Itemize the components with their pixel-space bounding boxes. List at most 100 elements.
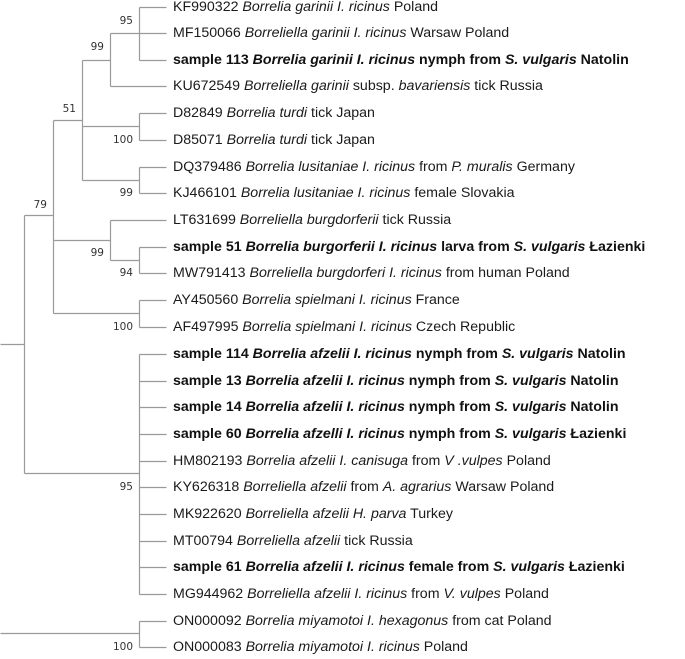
species-name: S. vulgaris: [494, 426, 567, 442]
label-text: France: [411, 292, 460, 308]
label-text: from: [346, 479, 383, 495]
species-name: V .vulpes: [444, 453, 503, 469]
species-name: Borrelia afzelii I. ricinus: [245, 399, 405, 415]
species-name: Borrelia garinii I. ricinus: [242, 0, 390, 15]
label-text: female Slovakia: [410, 185, 515, 201]
species-name: S. vulgaris: [494, 373, 567, 389]
label-text: Czech Republic: [411, 319, 516, 335]
species-name: Borreliella burgdorferii: [239, 212, 379, 228]
taxon-label: D82849 Borrelia turdi tick Japan: [173, 105, 375, 121]
taxon-label-sample: sample 60 Borrelia afzelli I. ricinus ny…: [173, 426, 626, 442]
species-name: Borrelia turdi: [226, 132, 308, 148]
label-text: LT631699: [173, 212, 240, 228]
label-text: D85071: [173, 132, 227, 148]
taxon-label: KU672549 Borreliella garinii subsp. bava…: [173, 78, 543, 94]
label-text: tick Japan: [307, 132, 375, 148]
label-text: Poland: [419, 639, 468, 655]
species-name: P. muralis: [451, 159, 513, 175]
label-text: sample 14: [173, 399, 246, 415]
species-name: S. vulgaris: [513, 239, 586, 255]
label-text: MT00794: [173, 533, 237, 549]
label-text: Natolin: [566, 399, 619, 415]
label-text: KU672549: [173, 78, 244, 94]
label-text: KF990322: [173, 0, 243, 15]
label-text: sample 13: [173, 373, 246, 389]
label-text: nymph from: [415, 52, 505, 68]
bootstrap-value: 99: [119, 187, 133, 199]
label-text: MG944962: [173, 586, 248, 602]
label-text: Warsaw Poland: [406, 25, 510, 41]
species-name: Borrelia garinii I. ricinus: [252, 52, 416, 68]
taxon-label-sample: sample 61 Borrelia afzelii I. ricinus fe…: [173, 559, 625, 575]
species-name: Borreliella afzelii: [243, 479, 347, 495]
species-name: Borrelia burgorferii I. ricinus: [245, 239, 438, 255]
bootstrap-value: 100: [112, 321, 133, 333]
label-text: Łazienki: [564, 559, 625, 575]
bootstrap-value: 100: [112, 134, 133, 146]
species-name: bavariensis: [398, 78, 471, 94]
label-text: tick Russia: [470, 78, 543, 94]
label-text: nymph from: [411, 346, 502, 362]
species-name: Borrelia lusitaniae I. ricinus: [240, 185, 411, 201]
species-name: Borreliella afzelii H. parva: [245, 506, 407, 522]
species-name: Borreliella afzelii I. ricinus: [247, 586, 408, 602]
species-name: Borrelia afzelii I. canisuga: [246, 453, 409, 469]
label-text: Warsaw Poland: [451, 479, 555, 495]
label-text: D82849: [173, 105, 227, 121]
label-text: ON000083: [173, 639, 246, 655]
species-name: Borrelia miyamotoi I. hexagonus: [245, 613, 449, 629]
taxon-label-sample: sample 14 Borrelia afzelii I. ricinus ny…: [173, 399, 619, 415]
taxon-label: AY450560 Borrelia spielmani I. ricinus F…: [173, 292, 460, 308]
taxon-label-sample: sample 51 Borrelia burgorferii I. ricinu…: [173, 239, 645, 255]
label-text: Turkey: [406, 506, 453, 522]
species-name: Borreliella garinii I. ricinus: [244, 25, 407, 41]
taxon-label: MF150066 Borreliella garinii I. ricinus …: [173, 25, 509, 41]
label-text: Germany: [512, 159, 575, 175]
taxon-label: HM802193 Borrelia afzelii I. canisuga fr…: [173, 453, 551, 469]
taxon-label: MT00794 Borreliella afzelii tick Russia: [173, 533, 413, 549]
bootstrap-value: 99: [90, 247, 104, 259]
species-name: Borrelia miyamotoi I. ricinus: [245, 639, 420, 655]
species-name: S. vulgaris: [494, 399, 567, 415]
species-name: Borrelia afzelii I. ricinus: [245, 373, 405, 389]
label-text: sample 61: [173, 559, 246, 575]
species-name: Borreliella burgdorferi I. ricinus: [249, 265, 442, 281]
taxon-label: D85071 Borrelia turdi tick Japan: [173, 132, 375, 148]
species-name: Borrelia afzelli I. ricinus: [245, 426, 405, 442]
bootstrap-value: 51: [62, 103, 76, 115]
label-text: sample 114: [173, 346, 253, 362]
label-text: Natolin: [566, 373, 619, 389]
species-name: S. vulgaris: [501, 346, 574, 362]
label-text: Natolin: [573, 346, 626, 362]
label-text: from cat Poland: [448, 613, 552, 629]
label-text: DQ379486: [173, 159, 246, 175]
bootstrap-value: 94: [119, 267, 133, 279]
species-name: V. vulpes: [443, 586, 501, 602]
label-text: Poland: [500, 586, 549, 602]
label-text: MF150066: [173, 25, 245, 41]
label-text: Łazienki: [585, 239, 646, 255]
species-name: Borreliella afzelii: [236, 533, 341, 549]
species-name: Borrelia afzelii I. ricinus: [252, 346, 412, 362]
label-text: Łazienki: [566, 426, 627, 442]
label-text: Poland: [389, 0, 438, 15]
label-text: AF497995: [173, 319, 243, 335]
bootstrap-value: 79: [33, 199, 47, 211]
label-text: from: [415, 159, 452, 175]
label-text: subsp.: [348, 78, 399, 94]
label-text: KY626318: [173, 479, 244, 495]
label-text: sample 51: [173, 239, 246, 255]
taxon-label: MK922620 Borreliella afzelii H. parva Tu…: [173, 506, 453, 522]
label-text: sample 113: [173, 52, 253, 68]
taxon-label-sample: sample 113 Borrelia garinii I. ricinus n…: [173, 52, 629, 68]
taxon-label: KF990322 Borrelia garinii I. ricinus Pol…: [173, 0, 438, 15]
species-name: Borrelia afzelii I. ricinus: [245, 559, 405, 575]
species-name: Borrelia lusitaniae I. ricinus: [245, 159, 416, 175]
species-name: S. vulgaris: [493, 559, 565, 575]
taxon-label: AF497995 Borrelia spielmani I. ricinus C…: [173, 319, 515, 335]
label-text: Poland: [502, 453, 551, 469]
label-text: tick Russia: [378, 212, 452, 228]
label-text: Natolin: [576, 52, 629, 68]
label-text: tick Russia: [340, 533, 413, 549]
